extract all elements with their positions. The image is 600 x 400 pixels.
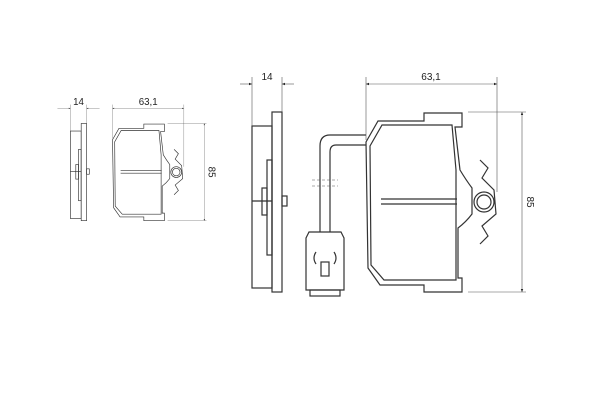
dimension-width: 63,1 (365, 72, 498, 192)
dimension-height: 85 (167, 123, 217, 221)
height-label: 85 (524, 196, 535, 208)
width-label: 63,1 (139, 97, 158, 108)
dimension-width: 63,1 (112, 97, 184, 167)
side-view (251, 111, 288, 293)
width-label: 63,1 (421, 72, 441, 83)
wear-sensor-wire (305, 134, 366, 297)
pad-front-view (365, 112, 497, 293)
thickness-label: 14 (73, 97, 84, 108)
dimension-height: 85 (468, 111, 535, 293)
dimension-thickness: 14 (240, 72, 294, 126)
pad-front-view (112, 123, 184, 222)
height-label: 85 (206, 167, 217, 178)
large-drawing: 14 63,1 85 (240, 72, 535, 297)
small-drawing: 14 63,1 85 (57, 97, 217, 222)
dimension-thickness: 14 (57, 97, 100, 132)
thickness-label: 14 (261, 72, 273, 83)
side-view (70, 123, 90, 222)
